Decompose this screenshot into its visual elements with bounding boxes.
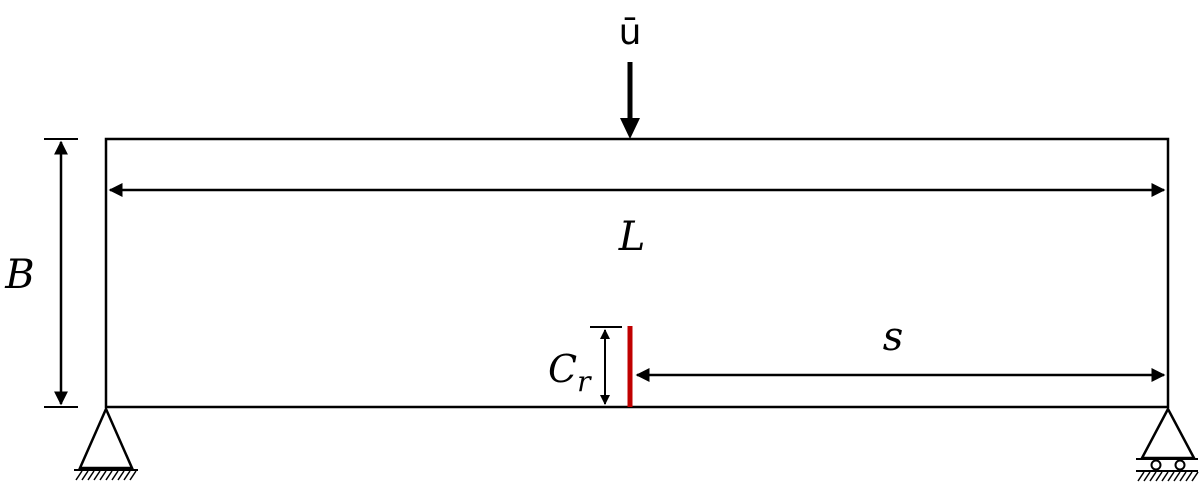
beam-rectangle	[104, 137, 1170, 409]
notch-depth-label-sub: r	[577, 365, 592, 398]
notch-depth-label-base: C	[548, 347, 577, 391]
ground-hatch-icon	[1137, 471, 1199, 482]
load-label: ū	[619, 12, 642, 53]
ground-hatch-icon	[75, 470, 137, 481]
arrow-down-icon	[620, 62, 640, 139]
pin-support-icon	[74, 405, 138, 471]
notch-depth-dimension	[590, 326, 622, 405]
notch-depth-label: Cr	[548, 347, 592, 398]
span-label: s	[883, 314, 904, 360]
depth-label: B	[4, 252, 34, 298]
length-label: L	[618, 214, 646, 260]
roller-support-icon	[1136, 406, 1198, 472]
depth-dimension	[44, 138, 78, 408]
